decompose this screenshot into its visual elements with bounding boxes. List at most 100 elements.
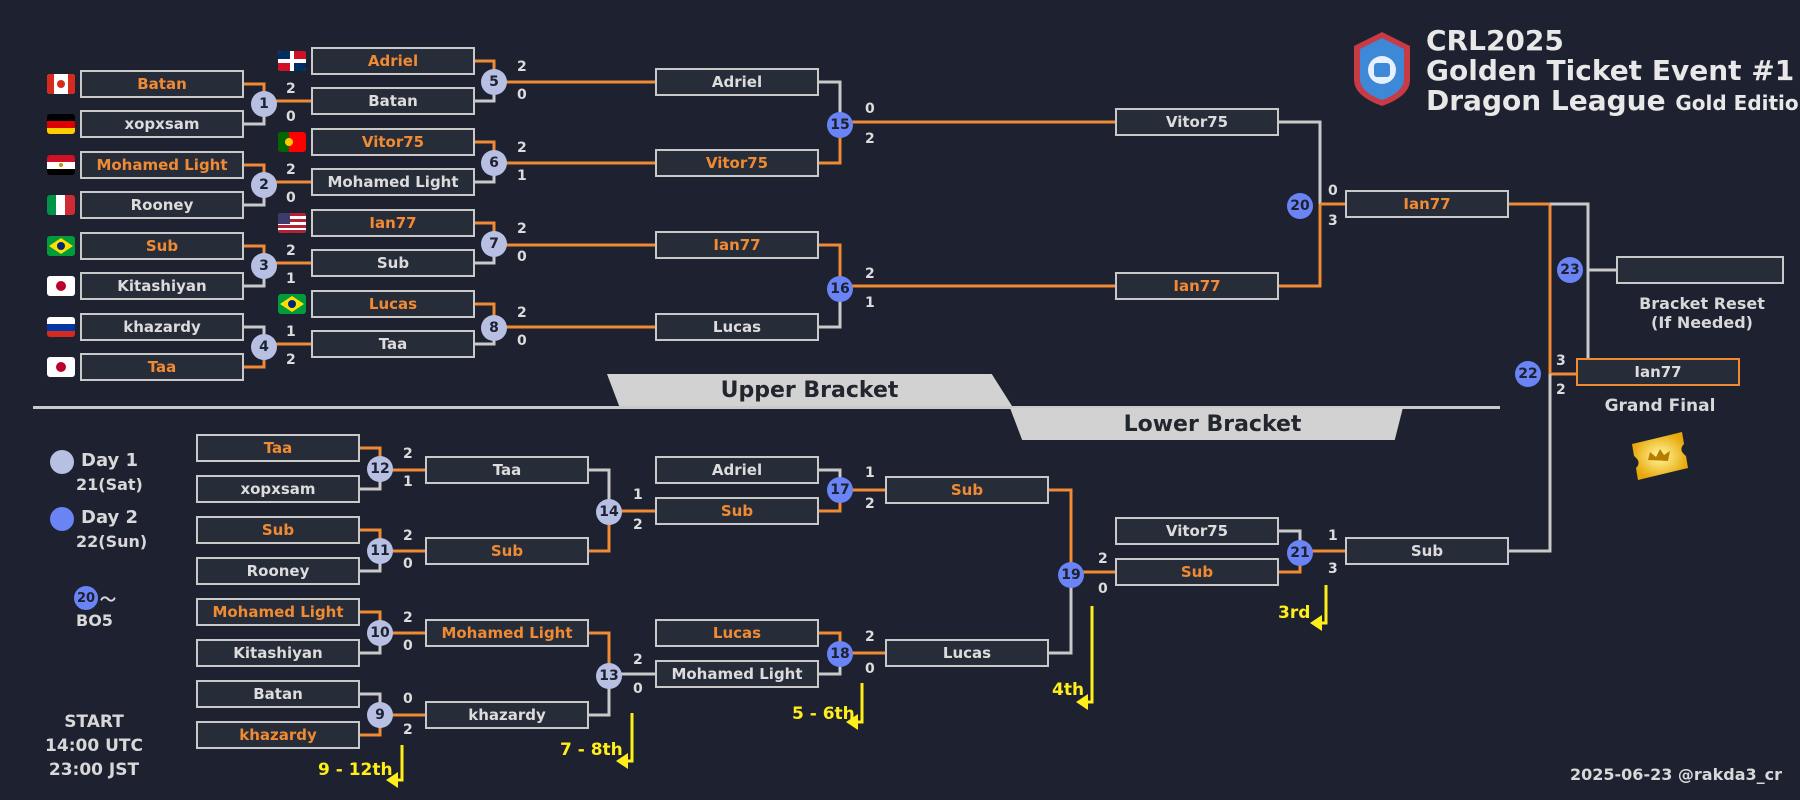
placement-arrow bbox=[846, 714, 858, 730]
match-20-score: 0 bbox=[1328, 183, 1338, 199]
japan-flag-icon bbox=[47, 357, 75, 377]
connector-line bbox=[492, 324, 655, 329]
player-box-lr1-2: Sub bbox=[196, 516, 360, 544]
match-number-19: 19 bbox=[1058, 562, 1084, 588]
match-4-score: 1 bbox=[286, 324, 296, 340]
day1-legend-date: 21(Sat) bbox=[76, 475, 143, 494]
player-box-r1-4: Sub bbox=[80, 232, 244, 260]
match-number-5: 5 bbox=[481, 69, 507, 95]
match-16-score: 1 bbox=[865, 295, 875, 311]
player-box-lbf-0: Sub bbox=[1345, 537, 1509, 565]
player-box-r1-6: khazardy bbox=[80, 313, 244, 341]
match-number-11: 11 bbox=[367, 538, 393, 564]
match-22-score: 3 bbox=[1556, 353, 1566, 369]
player-box-r2-2: Vitor75 bbox=[311, 128, 475, 156]
match-number-1: 1 bbox=[251, 91, 277, 117]
match-number-4: 4 bbox=[251, 334, 277, 360]
match-2-score: 2 bbox=[286, 162, 296, 178]
bracket-divider bbox=[33, 406, 1500, 409]
match-number-20: 20 bbox=[1287, 193, 1313, 219]
player-box-lr3-3: Mohamed Light bbox=[655, 660, 819, 688]
connector-line bbox=[1279, 204, 1322, 288]
player-box-lr1-5: Kitashiyan bbox=[196, 639, 360, 667]
player-box-r1-5: Kitashiyan bbox=[80, 272, 244, 300]
upper-bracket-label: Upper Bracket bbox=[607, 374, 1012, 406]
player-box-lr1-6: Batan bbox=[196, 680, 360, 708]
dominican-flag-icon bbox=[278, 51, 306, 71]
connector-line bbox=[1509, 202, 1552, 374]
italy-flag-icon bbox=[47, 195, 75, 215]
player-box-gf_box-0: Ian77 bbox=[1576, 358, 1740, 386]
match-11-score: 2 bbox=[403, 528, 413, 544]
match-6-score: 1 bbox=[517, 168, 527, 184]
placement-arrow bbox=[616, 753, 628, 769]
title-line-3-small: Gold Edition bbox=[1675, 91, 1800, 115]
match-18-score: 2 bbox=[865, 629, 875, 645]
placement-arrow bbox=[386, 772, 398, 788]
match-number-8: 8 bbox=[481, 315, 507, 341]
placement-label-p3: 3rd bbox=[1278, 603, 1311, 623]
match-number-7: 7 bbox=[481, 231, 507, 257]
golden-ticket-icon bbox=[1622, 426, 1694, 488]
connector-line bbox=[819, 80, 842, 123]
match-9-score: 0 bbox=[403, 691, 413, 707]
match-number-17: 17 bbox=[827, 477, 853, 503]
connector-line bbox=[819, 243, 842, 286]
match-12-score: 1 bbox=[403, 474, 413, 490]
bo5-legend-dot: 20 bbox=[74, 586, 98, 610]
connector-line bbox=[1509, 374, 1552, 553]
player-box-ubsf-0: Adriel bbox=[655, 68, 819, 96]
player-box-lr1-4: Mohamed Light bbox=[196, 598, 360, 626]
player-box-ubsf-3: Lucas bbox=[655, 313, 819, 341]
player-box-r2-6: Lucas bbox=[311, 290, 475, 318]
player-box-r1-2: Mohamed Light bbox=[80, 151, 244, 179]
credit-text: 2025-06-23 @rakda3_cr bbox=[1570, 765, 1782, 784]
match-20-score: 3 bbox=[1328, 213, 1338, 229]
player-box-r1-7: Taa bbox=[80, 353, 244, 381]
match-10-score: 2 bbox=[403, 610, 413, 626]
match-8-score: 2 bbox=[517, 305, 527, 321]
match-8-score: 0 bbox=[517, 333, 527, 349]
match-19-score: 2 bbox=[1098, 551, 1108, 567]
match-11-score: 0 bbox=[403, 556, 413, 572]
player-box-r2-1: Batan bbox=[311, 87, 475, 115]
brazil-flag-icon bbox=[47, 236, 75, 256]
player-box-r2-4: Ian77 bbox=[311, 209, 475, 237]
match-number-3: 3 bbox=[251, 253, 277, 279]
match-number-21: 21 bbox=[1287, 540, 1313, 566]
day2-legend-label: Day 2 bbox=[81, 507, 139, 528]
connector-line bbox=[1049, 571, 1073, 655]
russia-flag-icon bbox=[47, 317, 75, 337]
match-2-score: 0 bbox=[286, 190, 296, 206]
placement-arrow bbox=[1310, 615, 1322, 631]
title-line-3-main: Dragon League bbox=[1426, 84, 1666, 117]
start-label: START bbox=[64, 712, 124, 732]
player-box-ubf-0: Vitor75 bbox=[1115, 108, 1279, 136]
player-box-lr3-0: Adriel bbox=[655, 456, 819, 484]
match-number-2: 2 bbox=[251, 172, 277, 198]
player-box-ubsf-2: Ian77 bbox=[655, 231, 819, 259]
placement-label-p5: 5 - 6th bbox=[792, 704, 855, 724]
portugal-flag-icon bbox=[278, 132, 306, 152]
match-13-score: 0 bbox=[633, 681, 643, 697]
match-number-23: 23 bbox=[1557, 257, 1583, 283]
match-3-score: 1 bbox=[286, 271, 296, 287]
player-box-lr3-1: Sub bbox=[655, 497, 819, 525]
player-box-reset_box-0 bbox=[1616, 256, 1784, 284]
player-box-ub_winner-0: Ian77 bbox=[1345, 190, 1509, 218]
title-line-3: Dragon League Gold Edition bbox=[1426, 84, 1800, 117]
match-15-score: 2 bbox=[865, 131, 875, 147]
grand-final-label: Grand Final bbox=[1604, 396, 1716, 416]
match-15-score: 0 bbox=[865, 101, 875, 117]
player-box-lr2-3: khazardy bbox=[425, 701, 589, 729]
match-21-score: 1 bbox=[1328, 528, 1338, 544]
player-box-r2-7: Taa bbox=[311, 330, 475, 358]
bracket-reset-label-2: (If Needed) bbox=[1651, 313, 1753, 332]
match-number-16: 16 bbox=[827, 276, 853, 302]
player-box-lr3-2: Lucas bbox=[655, 619, 819, 647]
player-box-r2-0: Adriel bbox=[311, 47, 475, 75]
match-18-score: 0 bbox=[865, 661, 875, 677]
title-line-2: Golden Ticket Event #1 bbox=[1426, 54, 1795, 87]
placement-label-p7: 7 - 8th bbox=[560, 740, 623, 760]
match-14-score: 1 bbox=[633, 487, 643, 503]
